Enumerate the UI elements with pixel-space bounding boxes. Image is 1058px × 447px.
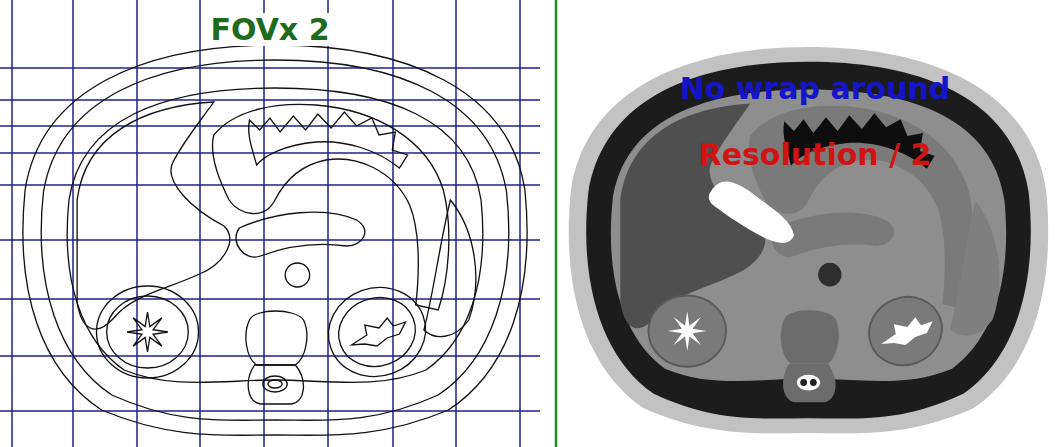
grid-line [136, 0, 138, 447]
grid-line [0, 99, 540, 101]
grid-line [0, 298, 540, 300]
kidney-outline [107, 296, 189, 368]
skin [569, 47, 1048, 433]
fov-label: FOVx 2 [206, 13, 333, 46]
renal-pelvis-outline [352, 318, 406, 346]
wrap-label: No wrap around [676, 72, 955, 105]
stomach [749, 106, 974, 310]
abdomen-outline [23, 45, 527, 435]
vertebra [783, 364, 836, 403]
skin-outline [23, 45, 527, 435]
grid-line [0, 239, 540, 241]
grid-line [0, 67, 540, 69]
perirenal-outline [97, 286, 199, 378]
perirenal-outline [316, 274, 439, 390]
contrast-bar [709, 182, 794, 243]
grid-line [0, 355, 540, 357]
stomach-outline [212, 104, 448, 310]
abdomen-image [569, 47, 1048, 433]
fov-grid [0, 0, 540, 447]
grid-line [0, 125, 540, 127]
grid-line [11, 0, 13, 447]
kidney [648, 295, 726, 366]
vertebra-outline [246, 311, 307, 365]
spinal-canal [797, 375, 820, 391]
renal-pelvis-outline [127, 312, 168, 352]
grid-line [0, 152, 540, 154]
spinal-cord [810, 379, 817, 386]
grid-line [199, 0, 201, 447]
wall-outline [67, 88, 483, 383]
liver-outline [77, 102, 230, 329]
spleen-outline [424, 200, 476, 337]
spinal-canal-outline [263, 376, 287, 392]
vertebra [781, 310, 839, 363]
grid-line [519, 0, 521, 447]
grid-line [327, 0, 329, 447]
resolution-label: Resolution / 2 [695, 138, 936, 171]
pancreas-outline [236, 212, 365, 257]
subcutaneous-fat [586, 62, 1031, 419]
abdominal-cavity [611, 90, 1006, 382]
panel-divider [555, 0, 558, 447]
spleen [950, 200, 999, 335]
grid-line [0, 184, 540, 186]
renal-pelvis [881, 317, 932, 345]
kidney-outline [329, 287, 426, 377]
vertebra-outline [248, 365, 303, 404]
spinal-cord-outline [268, 380, 282, 388]
grid-line [72, 0, 74, 447]
aorta [818, 263, 841, 287]
kidney [860, 287, 952, 376]
aorta-outline [285, 263, 309, 287]
spinal-cord [800, 379, 807, 386]
renal-pelvis [668, 311, 707, 351]
fat-outline [41, 60, 509, 420]
stomach-content-outline [249, 112, 408, 168]
grid-line [0, 410, 540, 412]
